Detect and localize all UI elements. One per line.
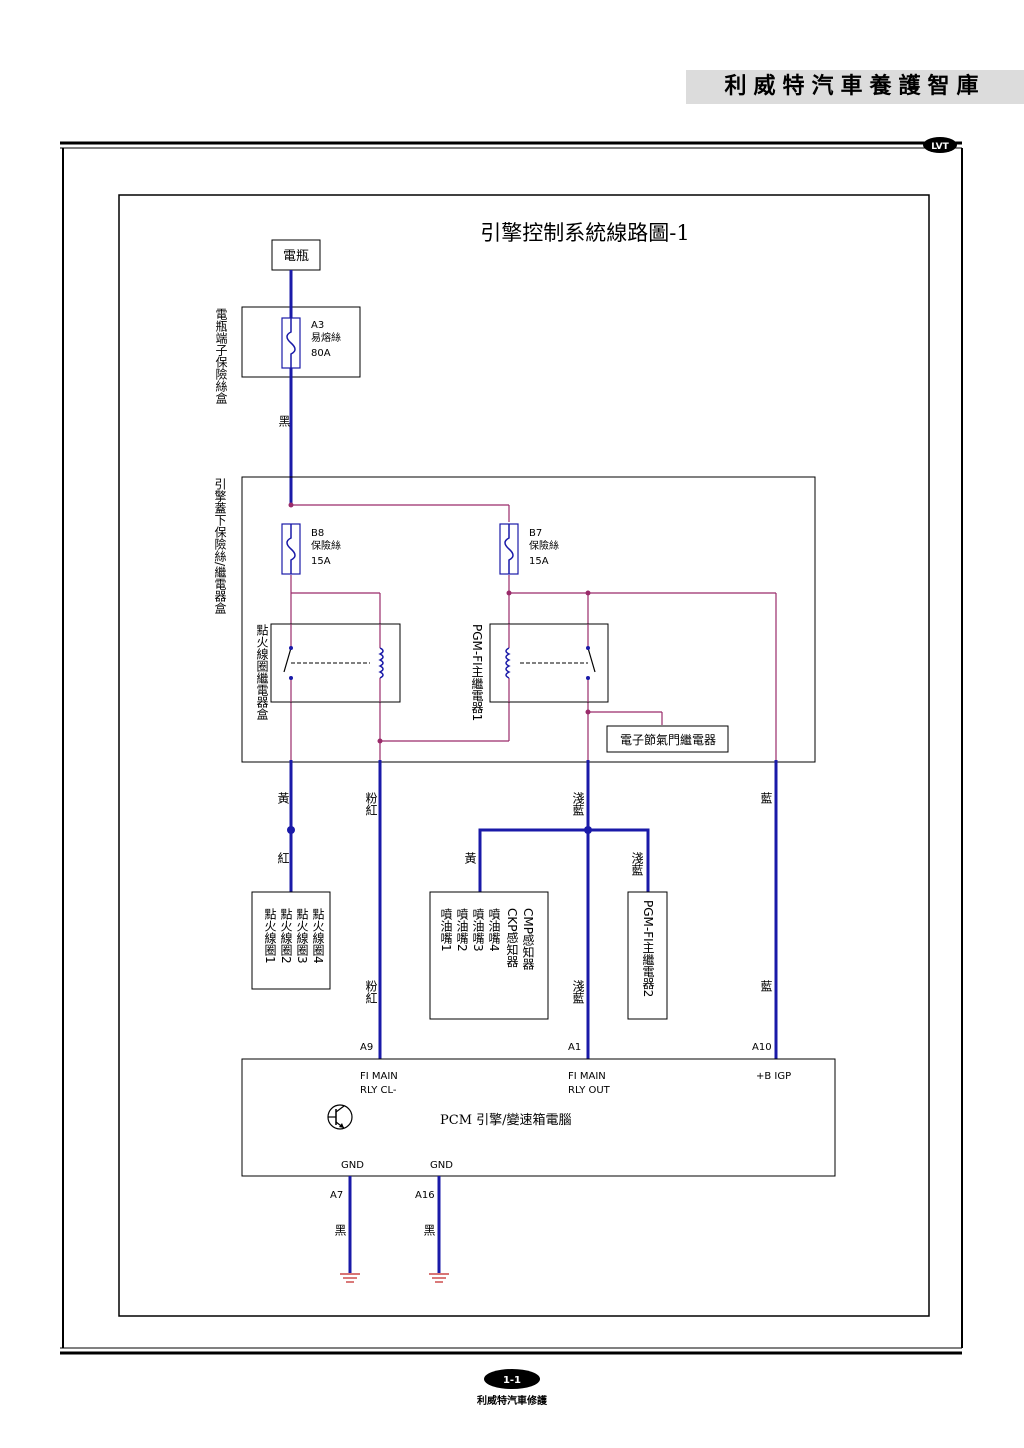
battery-fuse-box-label: 電瓶端子保險絲盒: [214, 308, 228, 404]
wire-blue-label-bottom: 藍: [759, 980, 773, 992]
pcm-box: [241, 1058, 836, 1177]
fuse-a3-rating: 80A: [311, 348, 331, 359]
pin-a7: A7: [330, 1190, 343, 1201]
coil-3: 點火線圈3: [295, 908, 309, 964]
pgm-relay1-label: PGM-FI主繼電器1: [470, 624, 484, 721]
splice-yellow-red: [287, 826, 295, 834]
power-distribution-wires: [290, 504, 777, 760]
pgm-relay1-box: [489, 623, 609, 703]
fuse-b7-type: 保險絲: [529, 539, 559, 552]
fuse-b8-id: B8: [311, 528, 324, 539]
wire-pink-label-bottom: 粉紅: [364, 980, 378, 1004]
battery-fuse-box: [241, 306, 361, 378]
fuse-b7-symbol: [499, 523, 519, 575]
pcm-label: PCM 引擎/變速箱電腦: [440, 1112, 572, 1128]
page-frame: [60, 141, 963, 1355]
brand-header: 利威特汽車養護智庫: [686, 70, 1024, 104]
pin-a9: A9: [360, 1042, 373, 1053]
pin-a1: A1: [568, 1042, 581, 1053]
ground-symbol-1: [340, 1273, 360, 1283]
pcm-a9-line2: RLY CL-: [360, 1085, 397, 1096]
battery-box: [271, 239, 321, 271]
ground-symbol-2: [429, 1273, 449, 1283]
transistor-icon: [327, 1104, 353, 1130]
pcm-gnd1: GND: [341, 1160, 364, 1171]
ground-wires: [348, 1176, 441, 1273]
underhood-box-label: 引擎蓋下保險絲/繼電器盒: [213, 478, 227, 614]
ckp-sensor: CKP感知器: [505, 908, 519, 968]
wire-pink-label-top: 粉紅: [364, 792, 378, 816]
ignition-relay-symbol: [283, 624, 384, 702]
coil-2: 點火線圈2: [279, 908, 293, 964]
svg-text:1-1: 1-1: [503, 1375, 521, 1386]
wire-yellow-label-2: 黃: [463, 852, 477, 865]
page-number-badge: 1-1 利威特汽車修護: [477, 1369, 548, 1407]
fuse-b8-symbol: [281, 523, 301, 575]
pcm-a1-line2: RLY OUT: [568, 1085, 611, 1096]
svg-text:LVT: LVT: [931, 142, 949, 152]
fuse-b8-rating: 15A: [311, 556, 331, 567]
pin-a16: A16: [415, 1190, 435, 1201]
fuse-b7-id: B7: [529, 528, 542, 539]
wire-black-label: 黑: [277, 415, 291, 428]
coil-4: 點火線圈4: [311, 908, 325, 964]
wire-red-label: 紅: [276, 852, 290, 864]
ignition-coils-box: [251, 891, 331, 990]
injector-1: 噴油嘴1: [439, 908, 453, 952]
lvt-logo: LVT: [923, 137, 957, 153]
pgm-relay1-symbol: [505, 624, 596, 702]
injector-4: 噴油嘴4: [487, 908, 501, 952]
fuse-a3-type: 易熔絲: [311, 331, 341, 344]
wire-blue-label-top: 藍: [759, 792, 773, 804]
fuse-a3-id: A3: [311, 320, 324, 331]
pcm-a1-line1: FI MAIN: [568, 1071, 606, 1082]
output-wires: [289, 760, 778, 1060]
pcm-a9-line1: FI MAIN: [360, 1071, 398, 1082]
fuse-b8-type: 保險絲: [311, 539, 341, 552]
cmp-sensor: CMP感知器: [521, 908, 535, 971]
coil-1: 點火線圈1: [263, 908, 277, 964]
injector-3: 噴油嘴3: [471, 908, 485, 952]
battery-label: 電瓶: [283, 249, 309, 264]
wire-lightblue-label-bottom: 淺藍: [571, 980, 585, 1004]
pgm-relay2-label: PGM-FI主繼電器2: [641, 900, 655, 997]
wire-lightblue-label-top: 淺藍: [571, 792, 585, 816]
throttle-relay-label: 電子節氣門繼電器: [620, 732, 716, 747]
wire-lightblue-label-2: 淺藍: [630, 852, 644, 876]
diagram-title: 引擎控制系統線路圖-1: [480, 221, 689, 245]
throttle-relay-box: [606, 725, 729, 753]
footer-brand: 利威特汽車修護: [477, 1394, 548, 1407]
injector-2: 噴油嘴2: [455, 908, 469, 952]
splice-light-blue: [584, 826, 592, 834]
ground1-wire-label: 黑: [333, 1224, 347, 1237]
fuse-a3-symbol: [281, 317, 301, 369]
pcm-gnd2: GND: [430, 1160, 453, 1171]
underhood-box: [241, 476, 816, 763]
junction-dots: [288, 502, 591, 744]
pcm-a10-line1: +B IGP: [756, 1071, 791, 1082]
fuse-b7-rating: 15A: [529, 556, 549, 567]
wire-yellow-label: 黃: [276, 792, 290, 805]
pin-a10: A10: [752, 1042, 772, 1053]
ground2-wire-label: 黑: [422, 1224, 436, 1237]
pgm-relay2-box: [627, 891, 668, 1020]
ignition-relay-label: 點火線圈繼電器盒: [255, 624, 269, 720]
sensors-injectors-box: [429, 891, 549, 1020]
